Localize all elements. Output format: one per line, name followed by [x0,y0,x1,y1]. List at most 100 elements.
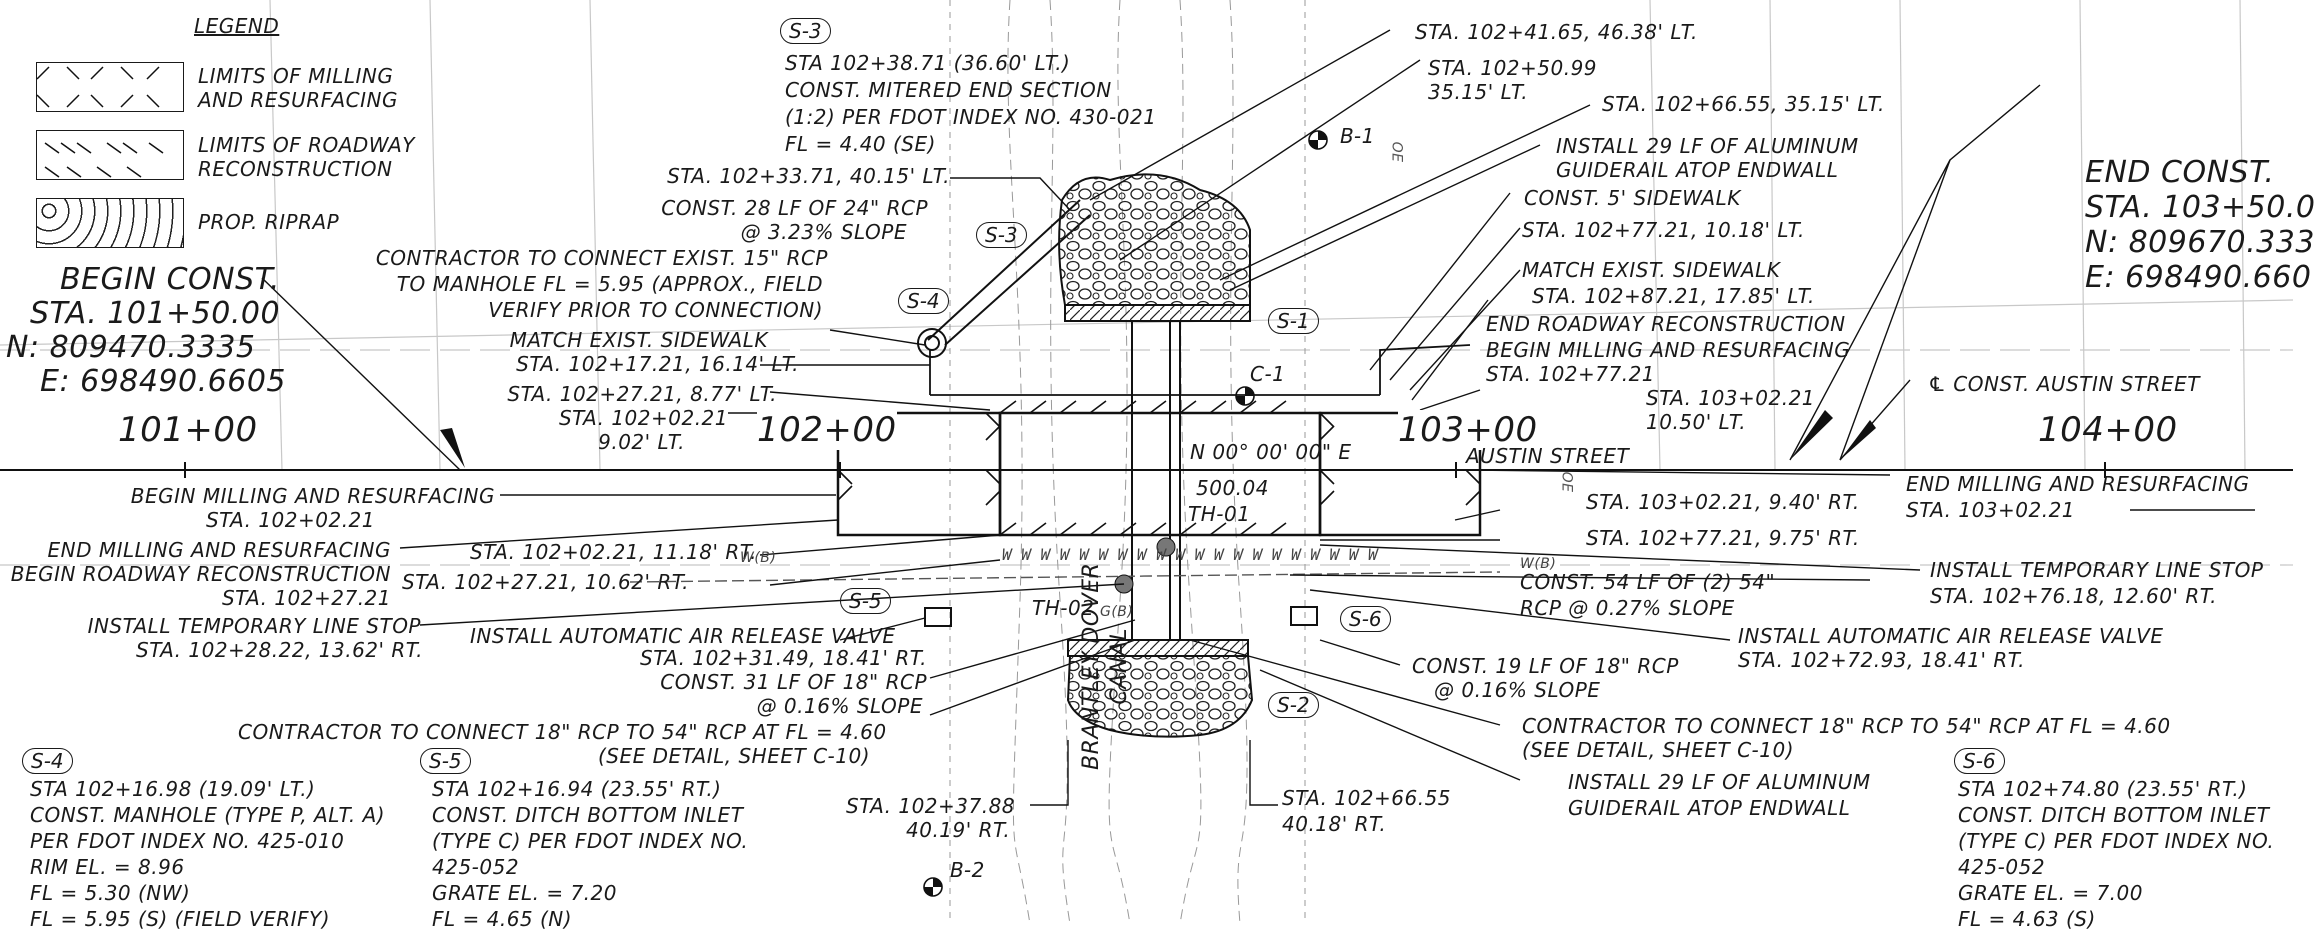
note-line: 9.02' LT. [598,430,685,454]
structure-tag-s4: S-4 [22,748,73,774]
centerline-label: ℄ CONST. AUSTIN STREET [1928,372,2200,396]
structure-tag-s3: S-3 [780,18,831,44]
length-label: 500.04 [1196,476,1269,500]
legend-item-milling: LIMITS OF MILLING AND RESURFACING [198,64,398,112]
note-line: 40.18' RT. [1282,812,1387,836]
legend-label-line: AND RESURFACING [198,88,398,112]
note-line: STA. 102+02.21 [205,508,375,532]
structure-tag-s5: S-5 [420,748,471,774]
note-line: 40.19' RT. [906,818,1011,842]
note-line: RCP @ 0.27% SLOPE [1520,596,1735,620]
note-line: FL = 4.65 (N) [432,907,573,931]
structure-tag-s2: S-2 [1268,692,1319,718]
note-line: STA. 102+27.21 [221,586,391,610]
gas-line [629,571,1501,583]
canal-label-line: BRANTLEY DOVER [1079,562,1104,770]
note-line: STA. 102+17.21, 16.14' LT. [516,352,799,376]
water-line-run: W W W W W W W W W W W W W W W W W W W W [1002,545,1379,564]
boring-label: B-2 [950,858,985,882]
note-line: CONST. MITERED END SECTION [785,78,1112,102]
note-line: @ 3.23% SLOPE [740,220,907,244]
note-line: GRATE EL. = 7.00 [1958,881,2143,905]
note-line: MATCH EXIST. SIDEWALK [509,328,768,352]
note-line: STA. 102+02.21 [558,406,728,430]
note-line: CONST. 54 LF OF (2) 54" [1520,570,1776,594]
boring-label: B-1 [1340,124,1375,148]
note-line: GUIDERAIL ATOP ENDWALL [1568,796,1851,820]
leader-arrowheads [440,410,1876,468]
begin-const-title: BEGIN CONST. [60,262,280,297]
note-line: @ 0.16% SLOPE [1434,678,1601,702]
note-line: CONST. 31 LF OF 18" RCP [660,670,927,694]
legend-item-riprap: PROP. RIPRAP [198,210,340,234]
boring-c1-icon [1235,386,1255,406]
s6-note: STA 102+74.80 (23.55' RT.) CONST. DITCH … [1958,776,2274,932]
station-label: 103+00 [1398,410,1538,450]
structure-tag-s5-plan: S-5 [840,588,891,614]
testhole-th01-icon [1156,537,1176,557]
note-line: (SEE DETAIL, SHEET C-10) [1522,738,1794,762]
bearing-label: N 00° 00' 00" E [1190,440,1352,464]
note-line: (TYPE C) PER FDOT INDEX NO. [432,829,749,853]
note-line: BEGIN MILLING AND RESURFACING [1486,338,1851,362]
note-line: 425-052 [432,855,520,879]
manhole-s4-icon [917,328,947,358]
note-line: INSTALL TEMPORARY LINE STOP [87,614,421,638]
note-line: STA 102+16.94 (23.55' RT.) [432,777,722,801]
note-line: PER FDOT INDEX NO. 425-010 [30,829,345,853]
note-line: END MILLING AND RESURFACING [1906,472,2250,496]
note-line: CONST. 28 LF OF 24" RCP [661,196,928,220]
inlet-s5-icon [924,607,952,627]
note-line: STA. 103+02.21 [1646,386,1816,410]
note-line: 35.15' LT. [1428,80,1529,104]
canal-contours [949,0,1306,925]
note-line: 425-052 [1958,855,2046,879]
utility-label: OE [1558,471,1575,493]
s4-note: STA 102+16.98 (19.09' LT.) CONST. MANHOL… [30,776,385,932]
note-line: 10.50' LT. [1646,410,1747,434]
canal-label-line: CANAL [1107,627,1132,705]
note-line: @ 0.16% SLOPE [756,694,923,718]
structure-tag-s3-plan: S-3 [976,222,1027,248]
note-line: END ROADWAY RECONSTRUCTION [1486,312,1846,336]
structure-tag-s6: S-6 [1954,748,2005,774]
station-label: 101+00 [118,410,258,450]
end-const-title: END CONST. [2085,155,2275,190]
end-const-sta: STA. 103+50.0 [2085,190,2315,225]
note-line: FL = 4.63 (S) [1958,907,2096,931]
structure-tag-s4-plan: S-4 [898,288,949,314]
note-line: CONTRACTOR TO CONNECT 18" RCP TO 54" RCP… [238,720,887,744]
legend-label-line: LIMITS OF ROADWAY [198,133,415,157]
sidewalks [929,344,1471,396]
note-line: VERIFY PRIOR TO CONNECTION) [488,298,823,322]
street-name: AUSTIN STREET [1466,444,1630,468]
note-line: INSTALL AUTOMATIC AIR RELEASE VALVE [470,624,896,648]
note-line: GRATE EL. = 7.20 [432,881,617,905]
note-line: STA. 102+72.93, 18.41' RT. [1738,648,2025,672]
end-const-east: E: 698490.660 [2085,260,2312,295]
note-line: CONST. 5' SIDEWALK [1524,186,1741,210]
note-line: STA 102+74.80 (23.55' RT.) [1958,777,2248,801]
note-line: CONST. 19 LF OF 18" RCP [1412,654,1679,678]
endwall-north [1064,304,1251,322]
testhole-label: TH-01 [1188,502,1251,526]
note-line: STA. 102+77.21, 9.75' RT. [1586,526,1860,550]
riprap-north [1058,173,1251,306]
note-line: STA. 102+37.88 [846,794,1016,818]
note-line: FL = 5.30 (NW) [30,881,191,905]
note-line: STA. 102+50.99 [1428,56,1598,80]
note-line: GUIDERAIL ATOP ENDWALL [1556,158,1839,182]
note-line: FL = 5.95 (S) (FIELD VERIFY) [30,907,331,931]
note-line: STA. 102+66.55, 35.15' LT. [1602,92,1885,116]
note-line: INSTALL 29 LF OF ALUMINUM [1568,770,1871,794]
leader-lines [261,29,2255,806]
note-line: STA. 102+27.21, 10.62' RT. [402,570,689,594]
note-line: STA. 102+77.21, 10.18' LT. [1522,218,1805,242]
limit-hatching [837,400,1481,536]
background-lot-lines [0,0,2294,566]
note-line: INSTALL AUTOMATIC AIR RELEASE VALVE [1738,624,2164,648]
note-line: END MILLING AND RESURFACING [47,538,391,562]
note-line: (TYPE C) PER FDOT INDEX NO. [1958,829,2275,853]
s3-note: STA 102+38.71 (36.60' LT.) CONST. MITERE… [785,50,1156,158]
